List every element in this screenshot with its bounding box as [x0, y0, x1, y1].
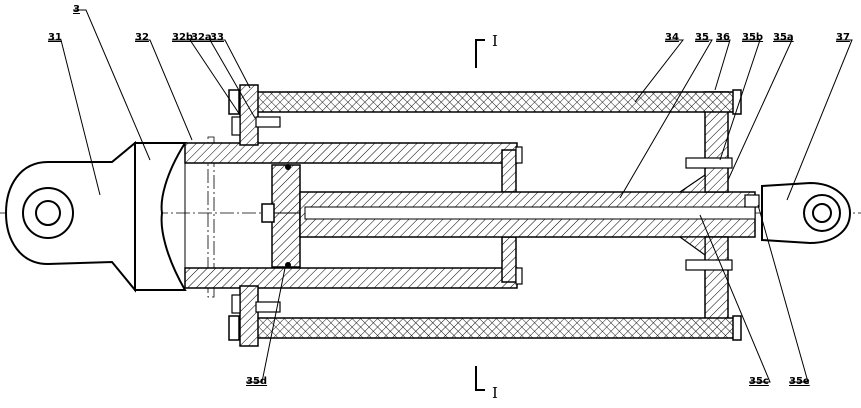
end-cap [134, 136, 215, 298]
seal-bottom [285, 262, 291, 268]
svg-text:I: I [492, 32, 498, 50]
barrel-bottom-wall [184, 267, 518, 289]
tie-bar-top [234, 91, 736, 113]
left-bracket-top [239, 84, 259, 146]
flange-bolt-top [515, 146, 523, 164]
nut-bottom-right [732, 315, 742, 341]
label-32b: 32b [172, 32, 193, 43]
rod-bore [304, 206, 756, 220]
right-clevis-eye [761, 181, 852, 245]
nut-bottom-left [228, 315, 240, 341]
label-3: 3 [73, 4, 80, 15]
label-35a: 35a [773, 32, 794, 43]
piston [271, 164, 301, 268]
barrel-front-flange-bottom [501, 236, 517, 283]
rod-end-boss [678, 173, 706, 257]
label-32: 32 [135, 32, 149, 43]
plate-bolt-bottom [685, 259, 733, 271]
bolt-nut-top [255, 116, 281, 128]
left-bracket-bottom [239, 285, 259, 347]
bolt-head-top-left [231, 116, 241, 136]
bolt-nut-bottom [255, 301, 281, 313]
piston-nut [261, 203, 275, 223]
tie-bar-bottom [234, 317, 736, 339]
barrel-top-wall [184, 142, 518, 164]
rod-end-sleeve [744, 194, 760, 208]
label-35b: 35b [742, 32, 763, 43]
nut-top-left [228, 89, 240, 115]
label-36: 36 [716, 32, 730, 43]
flange-bolt-bottom [515, 267, 523, 285]
label-34: 34 [665, 32, 679, 43]
label-35d: 35d [246, 376, 267, 387]
section-marker-bottom: I [475, 366, 498, 402]
label-31: 31 [48, 32, 62, 43]
label-35e: 35e [789, 376, 810, 387]
svg-text:I: I [492, 384, 498, 402]
leader-lines [48, 9, 853, 383]
nut-top-right [732, 89, 742, 115]
seal-top [285, 164, 291, 170]
label-33: 33 [210, 32, 224, 43]
section-marker-top: I [475, 32, 498, 68]
label-32a: 32a [191, 32, 212, 43]
barrel-front-flange-top [501, 149, 517, 193]
bolt-head-bottom-left [231, 294, 241, 314]
label-35c: 35c [749, 376, 769, 387]
left-clevis-eye [4, 140, 136, 293]
plate-bolt-top [685, 157, 733, 169]
label-37: 37 [836, 32, 850, 43]
label-35: 35 [695, 32, 709, 43]
